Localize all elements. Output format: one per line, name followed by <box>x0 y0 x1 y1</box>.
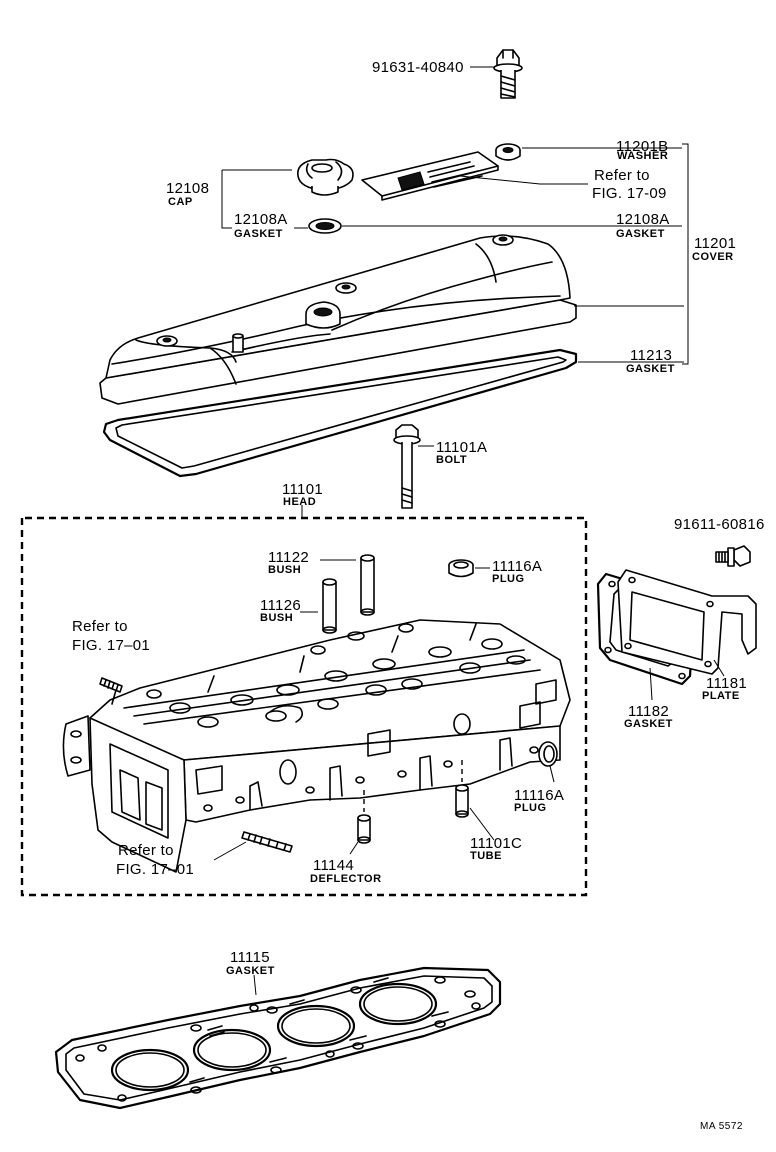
label-bush-1-name: BUSH <box>268 564 302 576</box>
label-refer-head-1-line1: Refer to <box>72 618 128 635</box>
label-plug-side-name: PLUG <box>514 802 547 814</box>
label-bolt-top-number: 91631-40840 <box>372 59 464 76</box>
label-head-gasket-name: GASKET <box>226 965 275 977</box>
label-cover-name: COVER <box>692 251 734 263</box>
head-group-box <box>22 518 586 895</box>
cover-gasket-drawing <box>104 350 576 476</box>
cap-gasket-drawing <box>309 219 341 233</box>
plug-top-drawing <box>449 560 473 577</box>
label-plate-number: 11181 <box>706 675 747 692</box>
label-refer-head-2-line2: FIG. 17–01 <box>116 861 195 878</box>
label-cap-name: CAP <box>168 196 193 208</box>
bolt-right-drawing <box>716 546 750 566</box>
label-cover-number: 11201 <box>694 235 737 252</box>
label-plate-gasket-number: 11182 <box>628 703 669 720</box>
label-refer-cover-line2: FIG. 17-09 <box>592 185 667 202</box>
valve-cover-drawing <box>100 235 576 404</box>
label-plug-top-number: 11116A <box>492 558 543 575</box>
label-plug-top-name: PLUG <box>492 573 525 585</box>
stud-left-drawing <box>100 678 122 692</box>
head-bolt-drawing <box>394 425 420 508</box>
washer-drawing <box>496 144 520 160</box>
label-bush-2-name: BUSH <box>260 612 294 624</box>
tube-drawing <box>456 785 468 817</box>
label-head-gasket-number: 11115 <box>230 949 270 966</box>
label-deflector-name: DEFLECTOR <box>310 873 382 885</box>
label-cover-gasket-name: GASKET <box>626 363 675 375</box>
label-bolt-right-number: 91611-60816 <box>674 516 765 533</box>
deflector-drawing <box>358 815 370 843</box>
label-refer-head-2-line1: Refer to <box>118 842 174 859</box>
plug-side-drawing <box>539 742 557 766</box>
label-tube-number: 11101C <box>470 835 523 852</box>
footer-code: MA 5572 <box>700 1121 743 1132</box>
label-cap-gasket-right-number: 12108A <box>616 211 670 228</box>
label-deflector-number: 11144 <box>313 857 354 874</box>
label-plate-drawing <box>362 152 498 200</box>
label-plug-side-number: 11116A <box>514 787 565 804</box>
plate-drawing <box>618 570 756 674</box>
label-cap-gasket-left-name: GASKET <box>234 228 283 240</box>
bush-11126-drawing <box>323 579 336 633</box>
label-washer-name: WASHER <box>617 150 669 162</box>
label-cap-number: 12108 <box>166 180 210 197</box>
stud-lower-drawing <box>242 832 292 852</box>
bush-11122-drawing <box>361 555 374 615</box>
label-head-bolt-number: 11101A <box>436 439 488 456</box>
label-plate-gasket-name: GASKET <box>624 718 673 730</box>
label-bush-1-number: 11122 <box>268 549 309 566</box>
label-bush-2-number: 11126 <box>260 597 301 614</box>
label-tube-name: TUBE <box>470 850 502 862</box>
head-gasket-drawing <box>56 968 500 1108</box>
cylinder-head-drawing <box>63 620 570 872</box>
top-bolt-drawing <box>494 50 522 98</box>
label-refer-head-1-line2: FIG. 17–01 <box>72 637 151 654</box>
label-cover-gasket-number: 11213 <box>630 347 673 364</box>
label-head-bolt-name: BOLT <box>436 454 468 466</box>
label-cap-gasket-right-name: GASKET <box>616 228 665 240</box>
label-washer-number: 11201B <box>616 138 669 155</box>
label-cap-gasket-left-number: 12108A <box>234 211 288 228</box>
cap-drawing <box>298 160 353 196</box>
label-head-number: 11101 <box>282 481 323 498</box>
label-head-name: HEAD <box>283 496 317 508</box>
label-refer-cover-line1: Refer to <box>594 167 650 184</box>
label-plate-name: PLATE <box>702 690 740 702</box>
